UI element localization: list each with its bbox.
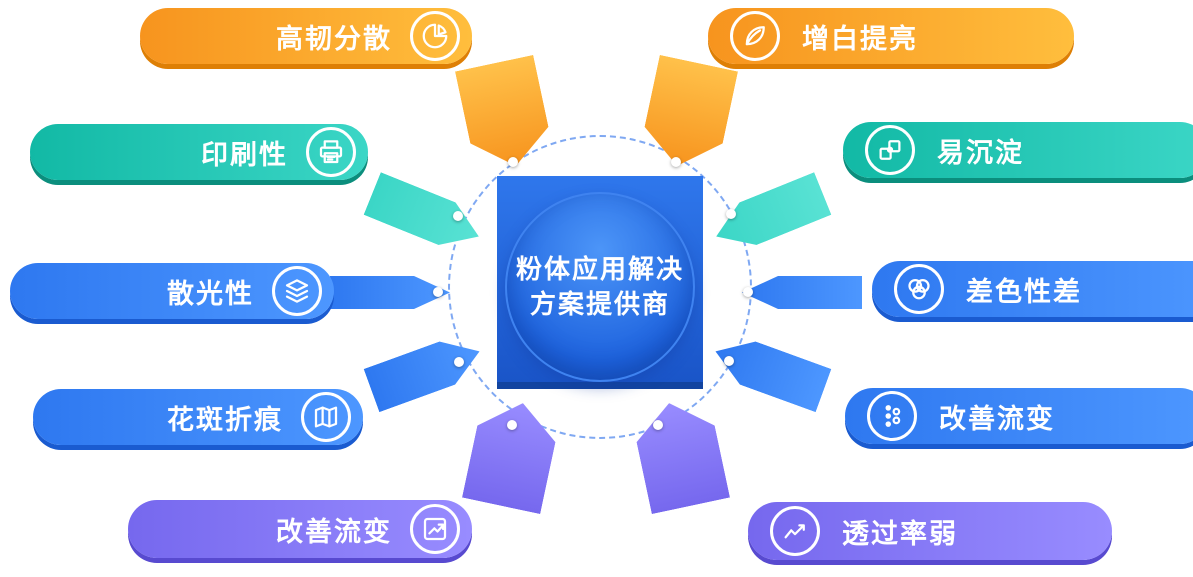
venn-circles-icon: [894, 264, 944, 314]
connector-arrow-blue-right: [742, 276, 862, 309]
pill-label: 易沉淀: [937, 137, 1024, 168]
pill-left-5: 改善流变: [128, 500, 472, 558]
line-chart-icon: [770, 506, 820, 556]
pill-label: 散光性: [167, 278, 254, 309]
connector-dot: [671, 157, 681, 167]
pill-right-4: 改善流变: [845, 388, 1193, 444]
molecule-icon: [867, 391, 917, 441]
pill-label: 差色性差: [966, 276, 1082, 307]
map-icon: [301, 392, 351, 442]
pill-left-4: 花斑折痕: [33, 389, 363, 445]
trend-arrow-icon: [410, 504, 460, 554]
pill-left-1: 高韧分散: [140, 8, 472, 64]
pill-label: 改善流变: [939, 403, 1055, 434]
printer-icon: [306, 127, 356, 177]
pill-right-3: 差色性差: [872, 261, 1193, 317]
connector-dot: [743, 287, 753, 297]
center-circle: 粉体应用解决 方案提供商: [505, 192, 695, 382]
pill-label: 增白提亮: [802, 23, 918, 54]
connector-dot: [453, 211, 463, 221]
center-title-line1: 粉体应用解决: [515, 253, 684, 284]
pie-chart-icon: [410, 11, 460, 61]
pill-label: 高韧分散: [276, 23, 392, 54]
pill-left-2: 印刷性: [30, 124, 368, 180]
pill-label: 印刷性: [201, 139, 288, 170]
puzzle-icon: [865, 125, 915, 175]
layers-icon: [272, 266, 322, 316]
leaf-icon: [730, 11, 780, 61]
connector-dot: [508, 157, 518, 167]
pill-label: 透过率弱: [842, 518, 958, 549]
connector-dot: [454, 357, 464, 367]
connector-dot: [433, 287, 443, 297]
pill-left-3: 散光性: [10, 263, 334, 319]
connector-dot: [507, 420, 517, 430]
pill-label: 花斑折痕: [167, 404, 283, 435]
connector-dot: [653, 420, 663, 430]
pill-right-2: 易沉淀: [843, 122, 1193, 178]
center-title-line2: 方案提供商: [529, 289, 670, 319]
connector-dot: [724, 356, 734, 366]
connector-dot: [726, 209, 736, 219]
pill-label: 改善流变: [276, 516, 392, 547]
pill-right-1: 增白提亮: [708, 8, 1074, 64]
connector-arrow-blue-left: [330, 276, 450, 309]
pill-right-5: 透过率弱: [748, 502, 1112, 560]
